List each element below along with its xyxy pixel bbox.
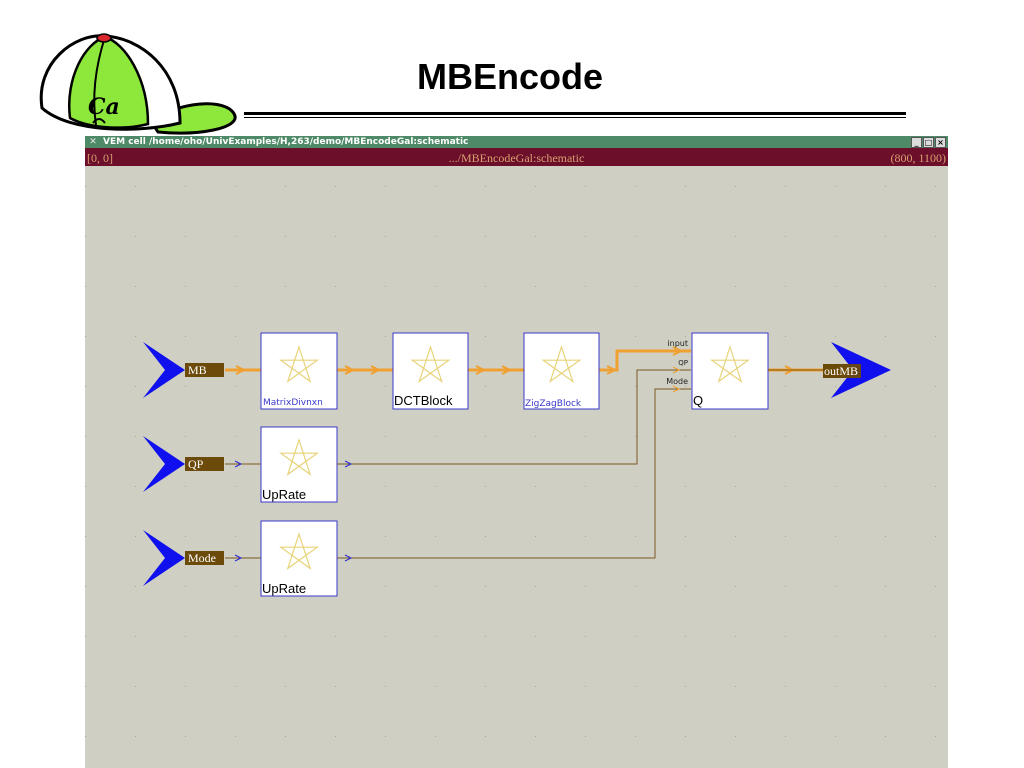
block-uprate-qp: UpRate: [260, 426, 338, 503]
block-zigzagblock: ZigZagBlock: [523, 332, 600, 410]
block-matrixdivnxn: MatrixDivnxn: [260, 332, 338, 410]
maximize-button[interactable]: □: [923, 137, 934, 148]
control-wires: [337, 369, 691, 559]
block-label-matrixdivnxn: MatrixDivnxn: [263, 398, 323, 408]
status-cell-path: .../MBEncodeGal:schematic: [448, 151, 585, 165]
input-label-mb: MB: [188, 363, 207, 377]
cap-logo: Ca: [39, 33, 237, 135]
status-bar: [0, 0] .../MBEncodeGal:schematic (800, 1…: [85, 148, 948, 166]
block-label-q: Q: [693, 393, 703, 408]
logo-text: Ca: [88, 94, 120, 120]
window-menu-icon[interactable]: ✕: [89, 137, 97, 147]
output-label-outmb: outMB: [824, 364, 858, 378]
window-titlebar[interactable]: ✕ VEM cell /home/oho/UnivExamples/H,263/…: [85, 136, 948, 148]
q-port-input: input: [667, 339, 688, 348]
block-label-zigzagblock: ZigZagBlock: [525, 399, 582, 409]
q-port-mode: Mode: [666, 377, 688, 386]
input-terminal-qp: QP: [143, 436, 261, 492]
status-origin: [0, 0]: [87, 151, 113, 165]
title-underline: [244, 112, 906, 118]
vem-window: MB QP Mode: [85, 136, 948, 768]
schematic-canvas: MB QP Mode: [85, 166, 948, 768]
q-port-qp: QP: [678, 359, 688, 367]
block-q: Q input QP Mode: [666, 332, 769, 410]
input-label-mode: Mode: [188, 551, 216, 565]
block-label-uprate-qp: UpRate: [262, 487, 306, 502]
output-terminal-outmb: outMB: [768, 342, 891, 398]
block-uprate-mode: UpRate: [260, 520, 338, 597]
wire-arrows: [234, 346, 796, 562]
block-label-dctblock: DCTBlock: [394, 393, 453, 408]
close-button[interactable]: ×: [935, 137, 946, 148]
input-label-qp: QP: [188, 457, 204, 471]
minimize-button[interactable]: _: [911, 137, 922, 148]
window-title: VEM cell /home/oho/UnivExamples/H,263/de…: [103, 137, 469, 147]
input-terminal-mb: MB: [143, 342, 261, 398]
block-dctblock: DCTBlock: [392, 332, 469, 410]
status-extent: (800, 1100): [890, 151, 946, 165]
slide-title: MBEncode: [416, 56, 603, 97]
input-terminal-mode: Mode: [143, 530, 261, 586]
block-label-uprate-mode: UpRate: [262, 581, 306, 596]
